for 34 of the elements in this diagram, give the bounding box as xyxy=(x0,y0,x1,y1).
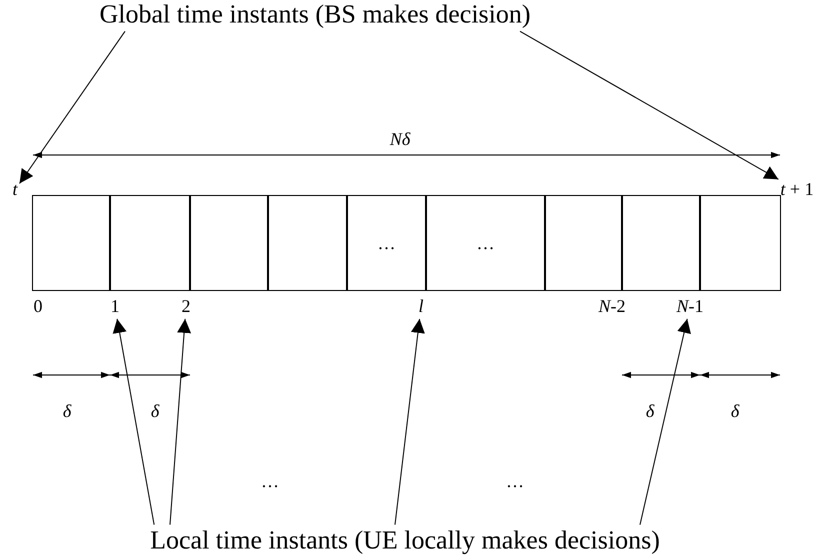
time-slot xyxy=(425,195,546,291)
duration-label: δ xyxy=(730,402,740,422)
heading-text: Global time instants (BS makes decision) xyxy=(99,0,531,30)
duration-label: Nδ xyxy=(390,130,410,150)
time-slot xyxy=(32,195,111,291)
time-slot xyxy=(109,195,191,291)
ellipsis: … xyxy=(506,472,524,492)
leader-arrow xyxy=(394,318,425,526)
time-slot xyxy=(544,195,623,291)
caption-text: Local time instants (UE locally makes decisions) xyxy=(150,526,660,556)
instant-label: 2 xyxy=(182,297,190,317)
instant-label: N-2 xyxy=(598,297,626,317)
ellipsis: … xyxy=(261,472,279,492)
time-slot xyxy=(189,195,269,291)
time-slot xyxy=(699,195,781,291)
duration-label: δ xyxy=(150,402,160,422)
duration-label: δ xyxy=(646,402,654,422)
instant-label: 1 xyxy=(110,297,120,317)
time-label: t + 1 xyxy=(780,180,814,200)
ellipsis: … xyxy=(378,232,396,254)
time-label: t xyxy=(12,180,18,200)
instant-label: N-1 xyxy=(676,297,704,317)
time-slot xyxy=(346,195,427,291)
leader-arrow xyxy=(640,318,691,526)
time-slot xyxy=(267,195,348,291)
ellipsis: … xyxy=(476,232,494,254)
leader-arrow xyxy=(19,30,126,184)
leader-arrow xyxy=(170,318,192,526)
time-slot xyxy=(621,195,701,291)
instant-label: l xyxy=(418,297,424,317)
leader-arrow xyxy=(520,30,779,180)
leader-arrow xyxy=(112,318,155,526)
instant-label: 0 xyxy=(34,297,42,317)
duration-label: δ xyxy=(62,402,72,422)
